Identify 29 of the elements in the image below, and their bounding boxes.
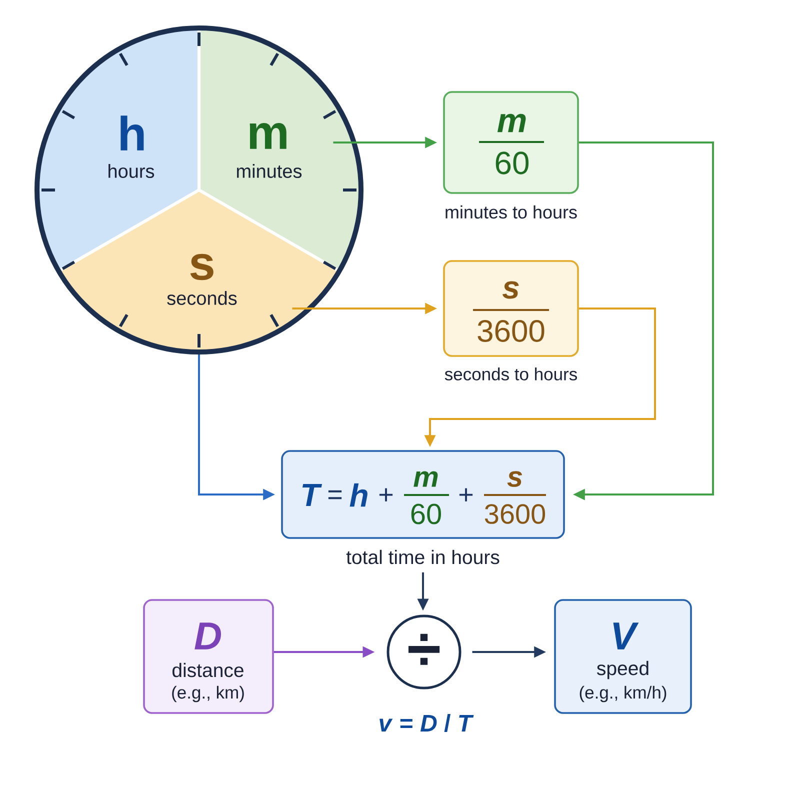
description-label: minutes to hours <box>446 205 577 219</box>
unit-note: (e.g., km) <box>172 686 244 702</box>
sector-label: minutes <box>237 164 302 178</box>
variable-letter: h <box>120 116 144 150</box>
quantity-label: distance <box>172 662 244 678</box>
variable-letter: V <box>613 622 639 650</box>
description-label: total time in hours <box>346 550 500 564</box>
formula-label: v = D / T <box>380 714 474 732</box>
numerator: m <box>497 114 526 132</box>
numerator: s <box>502 281 519 299</box>
description-label: seconds to hours <box>444 368 577 380</box>
denominator: 60 <box>496 152 529 174</box>
sector-label: seconds <box>167 291 237 305</box>
variable-letter: m <box>250 123 286 149</box>
denominator: 3600 <box>484 504 546 524</box>
quantity-label: speed <box>597 660 648 680</box>
numerator: m <box>414 471 438 487</box>
sector-label: hours <box>108 164 154 178</box>
plus-sign: + <box>379 488 393 502</box>
variable-letter: D <box>194 622 221 650</box>
plus-sign: + <box>459 488 473 502</box>
math-variable: h <box>350 483 368 507</box>
denominator: 60 <box>411 504 441 524</box>
numerator: s <box>507 471 522 487</box>
unit-note: (e.g., km/h) <box>580 686 666 702</box>
variable-letter: s <box>190 254 214 280</box>
equals-sign: = <box>328 490 342 500</box>
denominator: 3600 <box>478 320 544 342</box>
math-variable: T <box>302 484 322 506</box>
